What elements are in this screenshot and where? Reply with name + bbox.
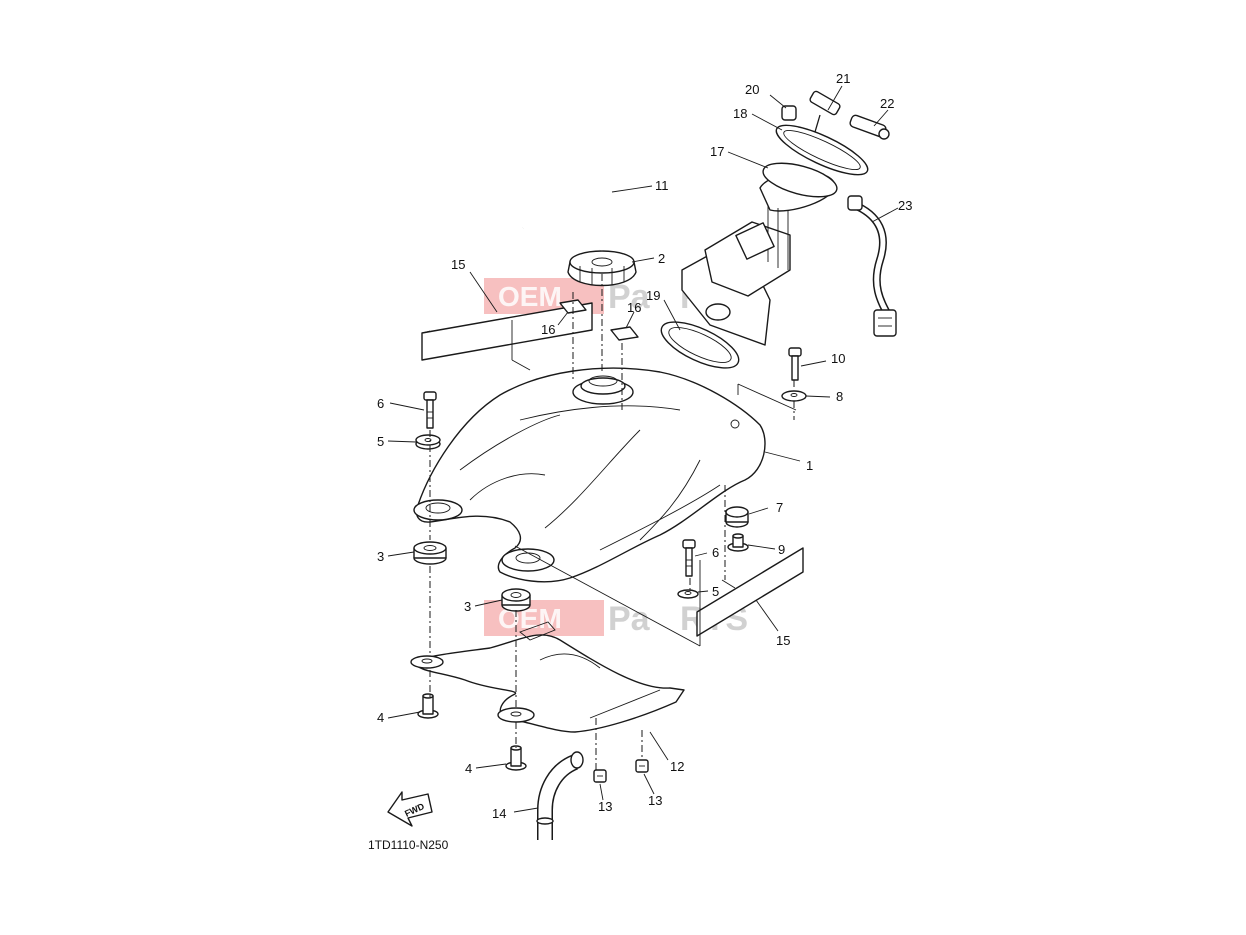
fwd-arrow-icon: FWD	[387, 791, 433, 827]
part-18-gasket[interactable]	[771, 116, 873, 184]
callout-12[interactable]: 12	[670, 759, 684, 774]
callout-16-right[interactable]: 16	[627, 300, 641, 315]
callout-19[interactable]: 19	[646, 288, 660, 303]
callout-16-left[interactable]: 16	[541, 322, 555, 337]
callout-10[interactable]: 10	[831, 351, 845, 366]
part-22-connector[interactable]	[849, 114, 890, 140]
part-6-bolt-right[interactable]	[682, 539, 696, 577]
callout-23[interactable]: 23	[898, 198, 912, 213]
callout-6-right[interactable]: 6	[712, 545, 719, 560]
part-9-collar[interactable]	[727, 533, 749, 552]
callout-6-left[interactable]: 6	[377, 396, 384, 411]
callout-5-right[interactable]: 5	[712, 584, 719, 599]
callout-20[interactable]: 20	[745, 82, 759, 97]
part-10-bolt[interactable]	[788, 347, 802, 381]
callout-4-left[interactable]: 4	[377, 710, 384, 725]
part-15-strip-upper[interactable]	[421, 302, 593, 361]
part-1-fuel-tank[interactable]	[413, 367, 766, 583]
callout-2[interactable]: 2	[658, 251, 665, 266]
part-20-bolt[interactable]	[781, 105, 797, 121]
part-11-breather-hose[interactable]	[520, 159, 608, 251]
part-21-fitting[interactable]	[809, 90, 841, 133]
callout-7[interactable]: 7	[776, 500, 783, 515]
part-16-pad-right[interactable]	[610, 326, 639, 341]
callout-22[interactable]: 22	[880, 96, 894, 111]
callout-14[interactable]: 14	[492, 806, 506, 821]
part-4-collar-left[interactable]	[417, 693, 439, 719]
callout-1[interactable]: 1	[806, 458, 813, 473]
part-3-grommet-right[interactable]	[501, 588, 531, 612]
callout-21[interactable]: 21	[836, 71, 850, 86]
part-7-grommet[interactable]	[725, 506, 749, 528]
callout-15-upper[interactable]: 15	[451, 257, 465, 272]
diagram-code: 1TD1110-N250	[368, 838, 449, 852]
part-4-collar-right[interactable]	[505, 745, 527, 771]
callout-13-left[interactable]: 13	[598, 799, 612, 814]
callout-4-right[interactable]: 4	[465, 761, 472, 776]
callout-11[interactable]: 11	[655, 178, 669, 193]
part-13-clip-left[interactable]	[593, 769, 607, 783]
svg-text:OEM: OEM	[498, 281, 562, 312]
callout-18[interactable]: 18	[733, 106, 747, 121]
part-2-fuel-cap[interactable]	[567, 250, 637, 287]
callout-17[interactable]: 17	[710, 144, 724, 159]
part-14-drain-hose[interactable]	[536, 751, 584, 840]
part-19-gasket[interactable]	[655, 313, 745, 378]
callout-13-right[interactable]: 13	[648, 793, 662, 808]
part-5-washer-left[interactable]	[415, 434, 441, 450]
part-3-grommet-left[interactable]	[413, 541, 447, 565]
part-12-bracket[interactable]	[410, 621, 685, 733]
assembly-lines	[429, 274, 797, 770]
part-13-clip-right[interactable]	[635, 759, 649, 773]
svg-text:Pa: Pa	[608, 600, 651, 638]
part-8-washer[interactable]	[781, 390, 807, 402]
callout-3-left[interactable]: 3	[377, 549, 384, 564]
part-16-pad-left[interactable]	[559, 299, 587, 314]
callout-3-right[interactable]: 3	[464, 599, 471, 614]
part-17-fuel-pump[interactable]	[681, 157, 840, 346]
callout-15-lower[interactable]: 15	[776, 633, 790, 648]
callout-9[interactable]: 9	[778, 542, 785, 557]
part-6-bolt-left[interactable]	[423, 391, 437, 429]
callout-5-left[interactable]: 5	[377, 434, 384, 449]
callout-8[interactable]: 8	[836, 389, 843, 404]
part-23-hose[interactable]	[847, 195, 897, 337]
part-5-washer-right[interactable]	[677, 589, 699, 599]
leader-lines	[387, 85, 899, 813]
part-15-strip-lower[interactable]	[696, 547, 804, 637]
callouts: 1 2 3 3 4 4 5 5 6 6 7 8 9 10 11 12 13 13…	[377, 71, 912, 821]
